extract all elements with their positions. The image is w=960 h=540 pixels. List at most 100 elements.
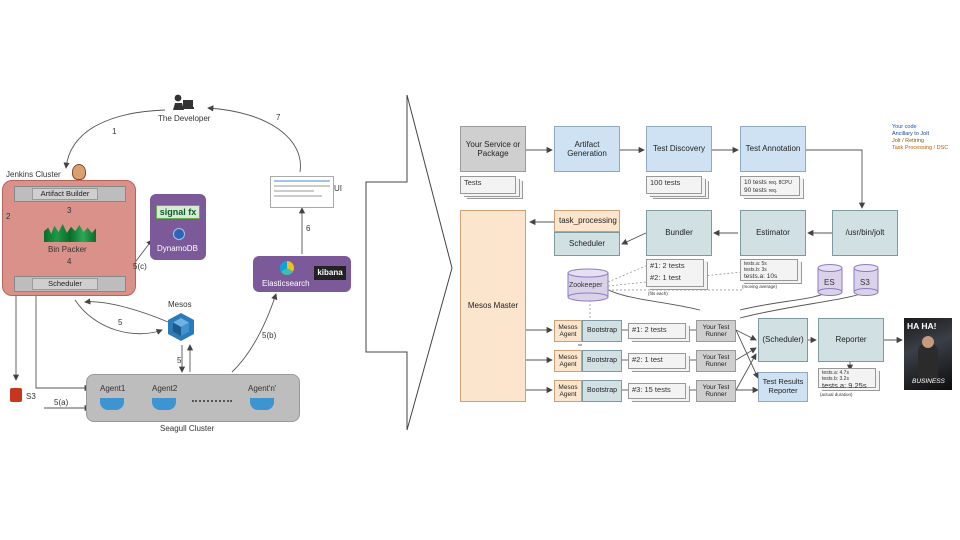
docker-icon	[100, 398, 124, 410]
edge-label-1: 1	[112, 127, 117, 136]
result-2: tests.b: 3.2s	[822, 375, 849, 382]
annotation-line-1: 10 tests	[744, 179, 767, 186]
tests-stack: Tests	[460, 176, 516, 194]
edge-label-2: 2	[6, 212, 11, 221]
mesos-label: Mesos	[168, 300, 192, 309]
es-label: ES	[824, 278, 835, 287]
estimates-note: (moving average)	[742, 284, 778, 289]
test-runner-1: Your Test Runner	[696, 320, 736, 342]
results-note: (actual duration)	[820, 392, 853, 397]
s3-right-label: S3	[860, 278, 870, 287]
annotation-stack: 10 tests req. 8CPU 90 tests req.	[740, 176, 800, 196]
meme-bottom-text: BUSINESS	[912, 378, 945, 385]
agent-2-label: Agent2	[152, 384, 178, 393]
legend-ancillary: Ancillary to Jolt	[892, 131, 929, 137]
test-results-reporter-box: Test Results Reporter	[758, 372, 808, 402]
s3-icon	[10, 388, 22, 402]
meme-face	[922, 336, 934, 348]
elasticsearch-icon	[280, 261, 294, 275]
estimate-1: tests.a: 5s	[744, 261, 767, 267]
bootstrap-3: Bootstrap	[582, 380, 622, 402]
chevron-arrow	[365, 94, 453, 431]
docker-icon	[250, 398, 274, 410]
edge-label-5: 5	[118, 318, 123, 327]
meme-top-text: HA HA!	[907, 321, 937, 331]
edge-label-3: 3	[67, 206, 72, 215]
right-scheduler-box: Scheduler	[554, 232, 620, 256]
kibana-logo: kibana	[314, 266, 346, 280]
bootstrap-2: Bootstrap	[582, 350, 622, 372]
bundles-note: (fits each)	[648, 291, 668, 296]
task-processing-box: task_processing	[554, 210, 620, 232]
bundle-1-label: #1: 2 tests	[650, 261, 685, 270]
annotation-line-2-req: req.	[768, 187, 778, 194]
reporter-box: Reporter	[818, 318, 884, 362]
results-stack: tests.a: 4.7s tests.b: 3.2s tests.a: 9.2…	[818, 368, 876, 390]
tests-label: Tests	[464, 178, 482, 187]
ui-label: UI	[334, 184, 342, 193]
test-discovery-box: Test Discovery	[646, 126, 712, 172]
jenkins-cluster-label: Jenkins Cluster	[6, 170, 61, 179]
developer-label: The Developer	[158, 114, 211, 123]
test-runner-2: Your Test Runner	[696, 350, 736, 372]
agent-n-label: Agent'n'	[248, 384, 277, 393]
annotation-line-2: 90 tests	[744, 186, 767, 194]
mesos-agent-3: Mesos Agent	[554, 380, 582, 402]
agent-bundle-3: #3: 15 tests	[628, 383, 686, 399]
dynamodb-label: DynamoDB	[157, 244, 198, 253]
your-service-box: Your Service or Package	[460, 126, 526, 172]
right-diagram-dotted	[589, 264, 743, 318]
artifact-generation-box: Artifact Generation	[554, 126, 620, 172]
ui-screenshot-thumbnail	[270, 176, 334, 208]
artifact-builder-box: Artifact Builder	[32, 188, 98, 200]
edge-label-6: 6	[306, 224, 311, 233]
s3-label: S3	[26, 392, 36, 401]
agent-1-label: Agent1	[100, 384, 126, 393]
edge-label-5c: 5(c)	[133, 262, 147, 271]
agent-bundle-2: #2: 1 test	[628, 353, 686, 369]
legend-jolt: Jolt / Retiring	[892, 138, 925, 144]
hundred-tests-stack: 100 tests	[646, 176, 702, 194]
result-3: tests.a: 9.25s	[822, 381, 867, 390]
seagull-cluster-label: Seagull Cluster	[160, 424, 215, 433]
mesos-master-box: Mesos Master	[460, 210, 526, 402]
jolt-box: /usr/bin/jolt	[832, 210, 898, 256]
zookeeper-label: Zookeeper	[569, 282, 603, 289]
agent-bundle-1: #1: 2 tests	[628, 323, 686, 339]
edge-label-7: 7	[276, 113, 281, 122]
annotation-line-1-req: req. 8CPU	[768, 180, 792, 186]
edge-label-4: 4	[67, 257, 72, 266]
dynamodb-icon	[173, 228, 185, 240]
bundle-2-label: #2: 1 test	[650, 273, 681, 283]
legend-task-processing: Task Processing / DSC	[892, 145, 949, 151]
estimator-box: Estimator	[740, 210, 806, 256]
jenkins-icon	[72, 164, 86, 180]
edge-label-5b: 5(b)	[262, 331, 277, 340]
s3-cylinder	[853, 264, 879, 296]
estimates-stack: tests.a: 5s tests.b: 3s tests.a: 10s	[740, 259, 798, 281]
zookeeper-cylinder	[567, 268, 609, 302]
bundles-stack: #1: 2 tests #2: 1 test	[646, 259, 704, 287]
bootstrap-1: Bootstrap	[582, 320, 622, 342]
estimate-3: tests.a: 10s	[744, 273, 778, 280]
business-meme-image: HA HA! BUSINESS	[904, 318, 952, 390]
scheduler-paren-box: (Scheduler)	[758, 318, 808, 362]
agents-ellipsis	[192, 400, 232, 402]
estimate-2: tests.b: 3s	[744, 266, 767, 273]
mesos-agent-1: Mesos Agent	[554, 320, 582, 342]
edge-label-5-mesos: 5	[177, 356, 182, 365]
result-1: tests.a: 4.7s	[822, 370, 849, 376]
edge-label-5a: 5(a)	[54, 398, 69, 407]
meme-figure	[918, 342, 938, 382]
developer-icon	[172, 94, 194, 110]
bundler-box: Bundler	[646, 210, 712, 256]
docker-icon	[152, 398, 176, 410]
bin-packer-label: Bin Packer	[48, 245, 87, 254]
test-annotation-box: Test Annotation	[740, 126, 806, 172]
es-cylinder	[817, 264, 843, 296]
left-scheduler-box: Scheduler	[32, 278, 98, 290]
hundred-tests-label: 100 tests	[650, 178, 681, 187]
signalfx-logo: signal fx	[156, 205, 200, 219]
legend-your-code: Your code	[892, 124, 917, 130]
elasticsearch-label: Elasticsearch	[262, 279, 310, 288]
